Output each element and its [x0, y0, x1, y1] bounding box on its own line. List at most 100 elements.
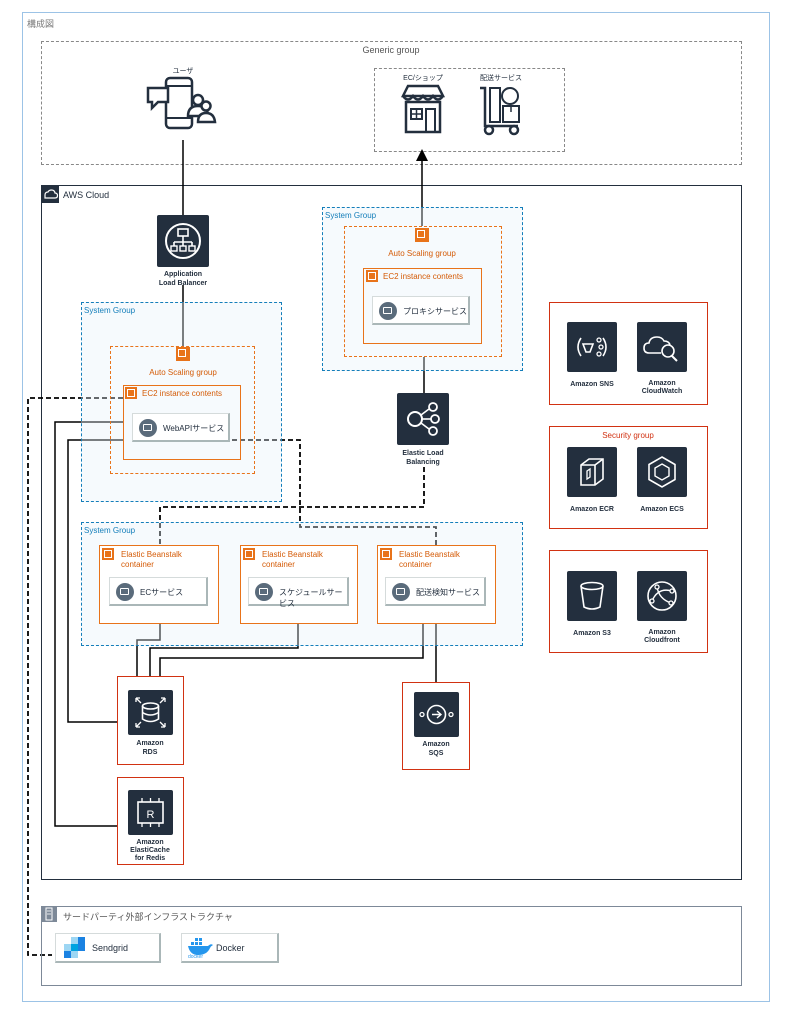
webapi-service-label: WebAPIサービス: [163, 424, 225, 433]
elasticache-icon: R: [128, 790, 173, 835]
storage-group: [549, 550, 708, 653]
sendgrid-icon: [64, 937, 85, 958]
service-icon: [392, 583, 410, 601]
proxy-service-card[interactable]: プロキシサービス: [372, 296, 470, 325]
rds-label-2: RDS: [142, 749, 158, 756]
beanstalk-icon: [243, 548, 255, 560]
generic-group: [41, 41, 742, 165]
sns-label: Amazon SNS: [570, 381, 614, 388]
user-label: ユーザ: [172, 68, 194, 75]
sendgrid-card[interactable]: Sendgrid: [55, 933, 161, 963]
server-icon: [45, 907, 53, 921]
sns-icon: [567, 322, 617, 372]
shop-delivery-box: [374, 68, 565, 152]
storefront-icon: [400, 84, 446, 134]
system-group-left: [81, 302, 282, 502]
service-icon: [139, 419, 157, 437]
monitoring-group: [549, 302, 708, 405]
sqs-label-2: SQS: [428, 750, 444, 757]
system-group-bottom-title: System Group: [84, 526, 136, 535]
beanstalk-ec-title-1: Elastic Beanstalk: [121, 550, 182, 559]
ec2-contents-right-title: EC2 instance contents: [383, 272, 464, 281]
ec2-icon: [125, 387, 137, 399]
third-party-group: [41, 906, 742, 986]
alb-label-2: Load Balancer: [158, 280, 208, 287]
ec2-contents-left-title: EC2 instance contents: [142, 389, 223, 398]
elb-label-2: Balancing: [406, 459, 440, 466]
security-group: [549, 426, 708, 529]
service-icon: [379, 302, 397, 320]
beanstalk-delivery-title-2: container: [399, 560, 432, 569]
docker-label: Docker: [216, 943, 245, 953]
cloudfront-label-2: Cloudfront: [644, 637, 680, 644]
ecr-icon: [567, 447, 617, 497]
cloudfront-icon: [637, 571, 687, 621]
docker-icon: [188, 938, 213, 955]
alb-label-1: Application: [163, 271, 203, 278]
delivery-cart-icon: [480, 86, 520, 136]
sqs-label-1: Amazon: [422, 741, 450, 748]
elasticache-label-3: for Redis: [134, 855, 166, 862]
webapi-service-card[interactable]: WebAPIサービス: [132, 413, 230, 442]
generic-group-title: Generic group: [362, 45, 420, 55]
cloud-icon: [44, 189, 59, 199]
alb-icon: [157, 215, 209, 267]
ec-shop-label: EC/ショップ: [403, 75, 443, 82]
rds-icon: [128, 690, 173, 735]
aws-cloud-badge: [41, 185, 59, 203]
beanstalk-schedule-title-2: container: [262, 560, 295, 569]
beanstalk-icon: [380, 548, 392, 560]
outer-frame: [22, 12, 770, 1002]
outer-title: 構成図: [27, 19, 55, 29]
elasticache-label-1: Amazon: [136, 839, 164, 846]
ec-service-card[interactable]: ECサービス: [109, 577, 208, 606]
proxy-service-label: プロキシサービス: [403, 307, 467, 316]
docker-small-label: docker: [188, 954, 204, 960]
cloudfront-label-1: Amazon: [648, 629, 676, 636]
s3-label: Amazon S3: [573, 630, 611, 637]
system-group-right-title: System Group: [325, 211, 377, 220]
auto-scaling-left-title: Auto Scaling group: [149, 368, 217, 377]
docker-card[interactable]: docker Docker: [181, 933, 279, 963]
beanstalk-icon: [102, 548, 114, 560]
ec2-icon: [366, 270, 378, 282]
third-party-title: サードパーティ外部インフラストラクチャ: [63, 912, 233, 922]
auto-scaling-icon: [415, 228, 429, 242]
schedule-service-label: スケジュールサービス: [279, 588, 343, 608]
elb-label-1: Elastic Load: [402, 450, 444, 457]
sendgrid-label: Sendgrid: [92, 943, 129, 953]
auto-scaling-icon: [176, 347, 190, 361]
aws-cloud-frame: [41, 185, 742, 880]
auto-scaling-right: [344, 226, 502, 357]
ecs-icon: [637, 447, 687, 497]
cloudwatch-label-1: Amazon: [648, 380, 676, 387]
delivery-detect-service-card[interactable]: 配送検知サービス: [385, 577, 486, 606]
server-badge: [41, 906, 57, 922]
aws-cloud-title: AWS Cloud: [63, 190, 110, 200]
delivery-label: 配送サービス: [480, 75, 522, 82]
auto-scaling-left: [110, 346, 255, 474]
ec2-contents-left: [123, 385, 241, 460]
ecs-label: Amazon ECS: [640, 506, 684, 513]
security-group-title: Security group: [602, 431, 654, 440]
ec2-contents-right: [363, 268, 482, 344]
sqs-icon: [414, 692, 459, 737]
schedule-service-card[interactable]: スケジュールサービス: [248, 577, 349, 608]
cloudwatch-label-2: CloudWatch: [641, 388, 683, 395]
service-icon: [255, 583, 273, 601]
beanstalk-schedule-title-1: Elastic Beanstalk: [262, 550, 323, 559]
ec-service-label: ECサービス: [140, 588, 184, 597]
delivery-detect-service-label: 配送検知サービス: [416, 588, 480, 597]
ecr-label: Amazon ECR: [570, 506, 614, 513]
cloudwatch-icon: [637, 322, 687, 372]
beanstalk-ec-title-2: container: [121, 560, 154, 569]
service-icon: [116, 583, 134, 601]
elasticache-label-2: ElastiCache: [130, 847, 170, 854]
rds-label-1: Amazon: [136, 740, 164, 747]
user-phone-icon: [146, 76, 217, 130]
beanstalk-delivery-title-1: Elastic Beanstalk: [399, 550, 460, 559]
svg-text:R: R: [147, 809, 155, 821]
system-group-left-title: System Group: [84, 306, 136, 315]
elb-icon: [397, 393, 449, 445]
